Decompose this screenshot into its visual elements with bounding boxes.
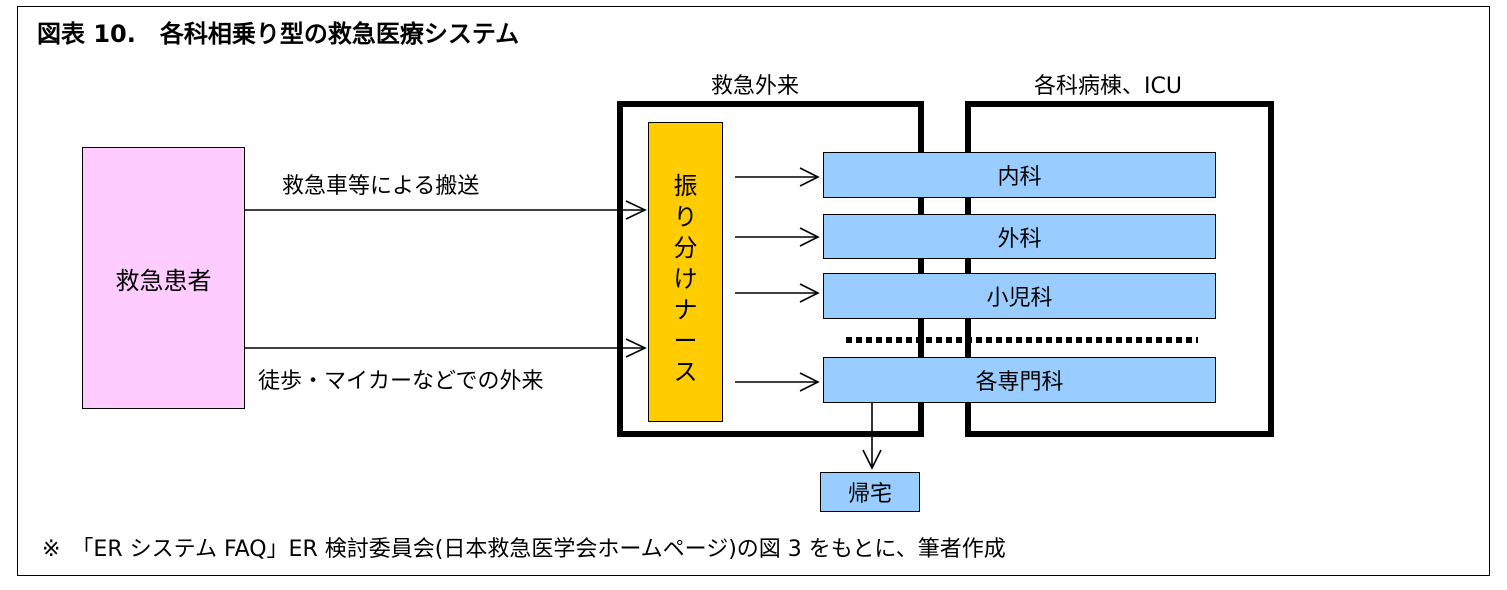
triage-nurse-label: 振 り 分 け ナ ー ス (673, 172, 698, 386)
home-discharge-box: 帰宅 (820, 472, 920, 512)
arrow-to-internal-medicine-head (799, 167, 820, 187)
figure-title: 図表 10. 各科相乗り型の救急医療システム (37, 20, 520, 48)
emergency-patient-label: 救急患者 (115, 266, 212, 295)
source-note: ※ 「ER システム FAQ」ER 検討委員会(日本救急医学会ホームページ)の図… (42, 537, 1006, 562)
dept-pediatrics: 小児科 (823, 273, 1216, 319)
arrow-to-pediatrics-head (799, 283, 820, 303)
emergency-patient-box: 救急患者 (82, 147, 245, 409)
ambulance-transport-label: 救急車等による搬送 (282, 174, 480, 199)
ambulance-arrow-head (625, 200, 647, 220)
arrow-to-specialties-head (799, 372, 820, 392)
dept-surgery: 外科 (823, 214, 1216, 259)
ward-region-label: 各科病棟、ICU (1034, 74, 1182, 99)
arrow-to-home-head (862, 449, 882, 470)
dept-specialties: 各専門科 (823, 357, 1216, 403)
walk-in-arrow-head (625, 338, 647, 358)
dept-internal-medicine: 内科 (823, 152, 1216, 198)
er-region-label: 救急外来 (711, 74, 800, 99)
ward-region (965, 101, 1274, 437)
figure-frame (17, 6, 1490, 576)
arrow-to-surgery-head (799, 227, 820, 247)
er-region (617, 101, 924, 437)
walk-in-label: 徒歩・マイカーなどでの外来 (258, 369, 544, 394)
triage-nurse-box: 振 り 分 け ナ ー ス (648, 122, 723, 422)
